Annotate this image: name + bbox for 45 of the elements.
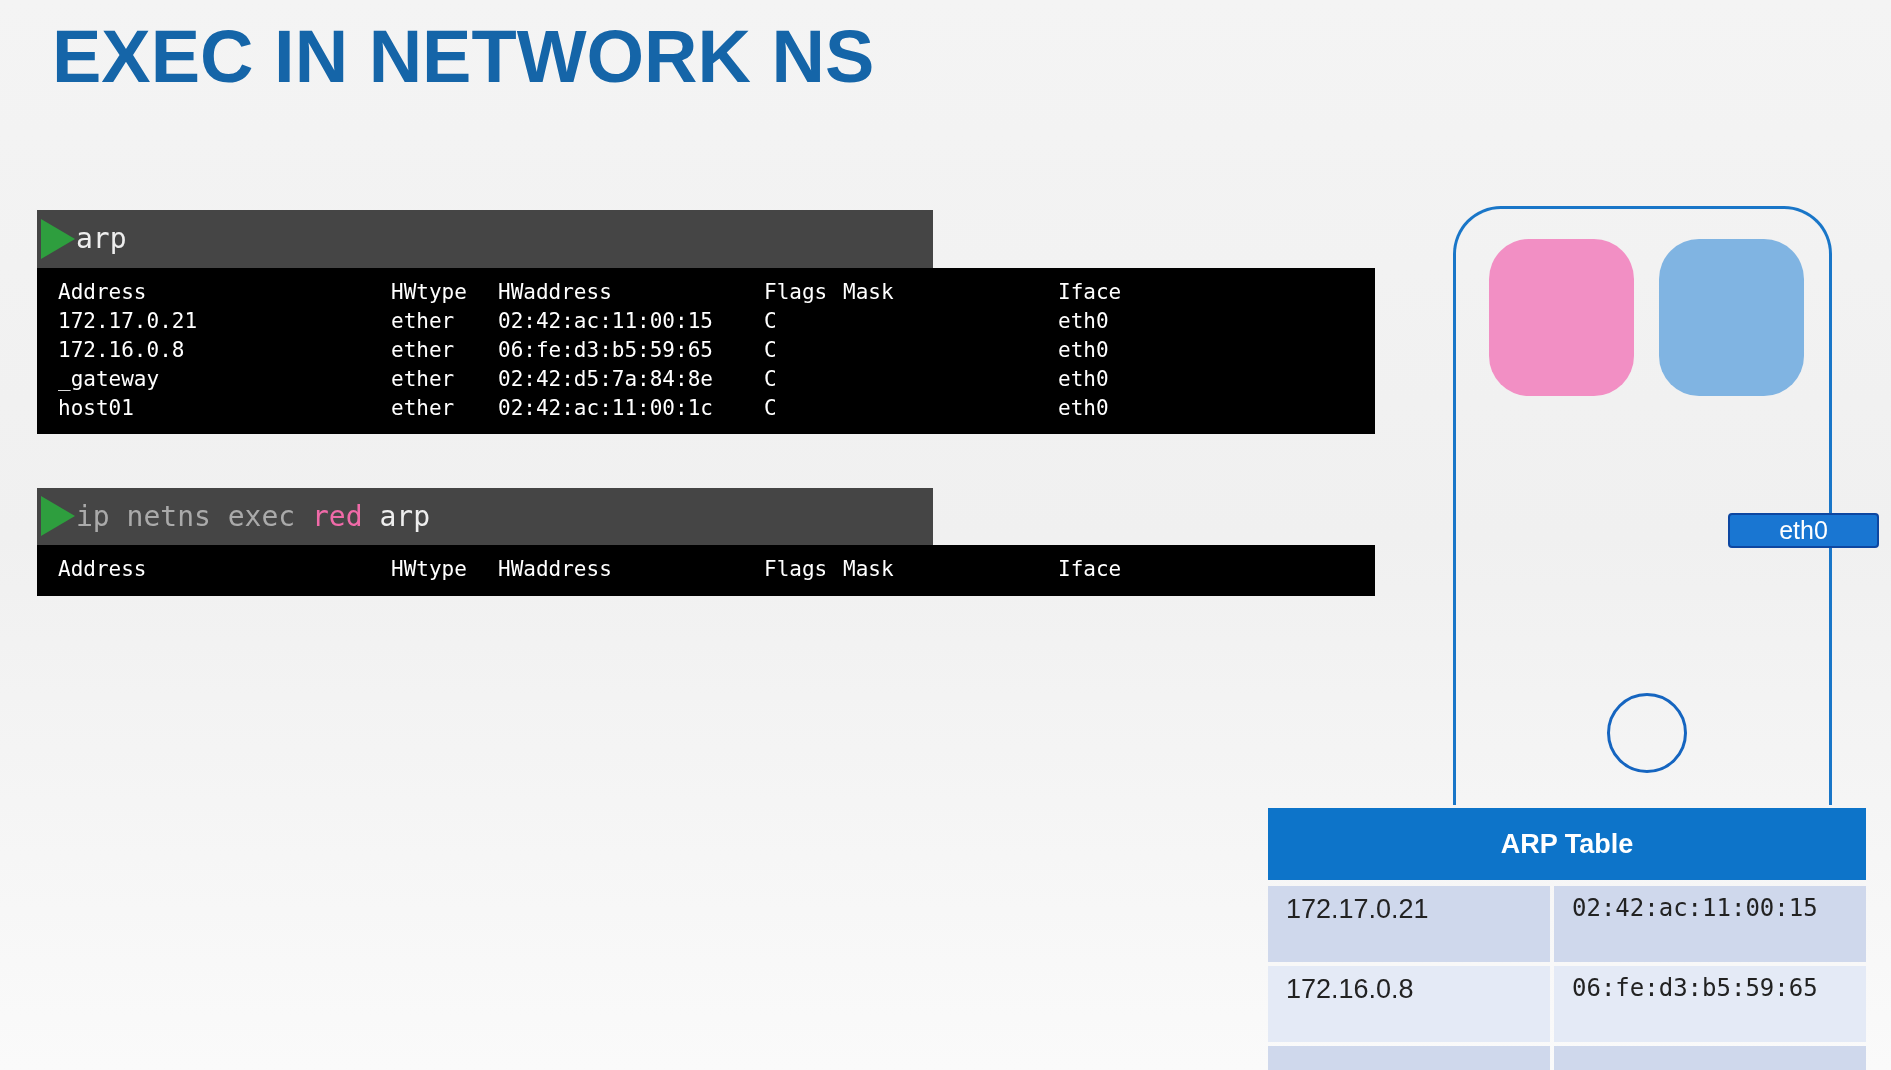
command-text: arp — [76, 222, 127, 255]
column-header: HWaddress — [498, 557, 612, 581]
table-cell: ether — [391, 367, 455, 391]
column-header: Address — [58, 557, 147, 581]
table-cell: C — [764, 338, 777, 362]
column-header: Address — [58, 280, 147, 304]
table-cell: 172.17.0.21 — [58, 309, 198, 333]
interface-label: eth0 — [1728, 513, 1879, 548]
column-header: Iface — [1058, 557, 1122, 581]
table-cell: 02:42:ac:11:00:15 — [1554, 886, 1866, 962]
column-header: HWaddress — [498, 280, 612, 304]
table-cell: eth0 — [1058, 396, 1109, 420]
column-header: HWtype — [391, 557, 467, 581]
namespace-box — [1489, 239, 1634, 396]
table-cell: 172.16.0.8 — [58, 338, 185, 362]
table-cell: host01 — [58, 396, 134, 420]
host-box — [1453, 206, 1832, 805]
column-header: Flags — [764, 557, 828, 581]
table-cell: eth0 — [1058, 367, 1109, 391]
table-cell: 02:42:d5:7a:84:8e — [498, 367, 713, 391]
table-cell: eth0 — [1058, 338, 1109, 362]
column-header: HWtype — [391, 280, 467, 304]
table-cell: 02:42:ac:11:00:1c — [498, 396, 713, 420]
table-cell: ether — [391, 338, 455, 362]
table-cell: 172.17.0.21 — [1268, 886, 1550, 962]
table-cell: ether — [391, 309, 455, 333]
table-cell: C — [764, 309, 777, 333]
table-cell: C — [764, 367, 777, 391]
command-text: ip netns exec red arp — [76, 500, 431, 533]
table-cell: C — [764, 396, 777, 420]
column-header: Mask — [843, 280, 894, 304]
column-header: Iface — [1058, 280, 1122, 304]
table-cell: 02:42:ac:11:00:15 — [498, 309, 713, 333]
table-header: ARP Table — [1268, 808, 1866, 880]
table-cell: ether — [391, 396, 455, 420]
interface-circle — [1607, 693, 1687, 773]
table-cell: 172.16.0.8 — [1268, 966, 1550, 1042]
column-header: Mask — [843, 557, 894, 581]
table-cell: 06:fe:d3:b5:59:65 — [1554, 966, 1866, 1042]
table-cell: _gateway — [58, 367, 160, 391]
namespace-box — [1659, 239, 1804, 396]
table-cell: 06:fe:d3:b5:59:65 — [498, 338, 713, 362]
slide-title: EXEC IN NETWORK NS — [52, 14, 875, 99]
table-cell: eth0 — [1058, 309, 1109, 333]
column-header: Flags — [764, 280, 828, 304]
